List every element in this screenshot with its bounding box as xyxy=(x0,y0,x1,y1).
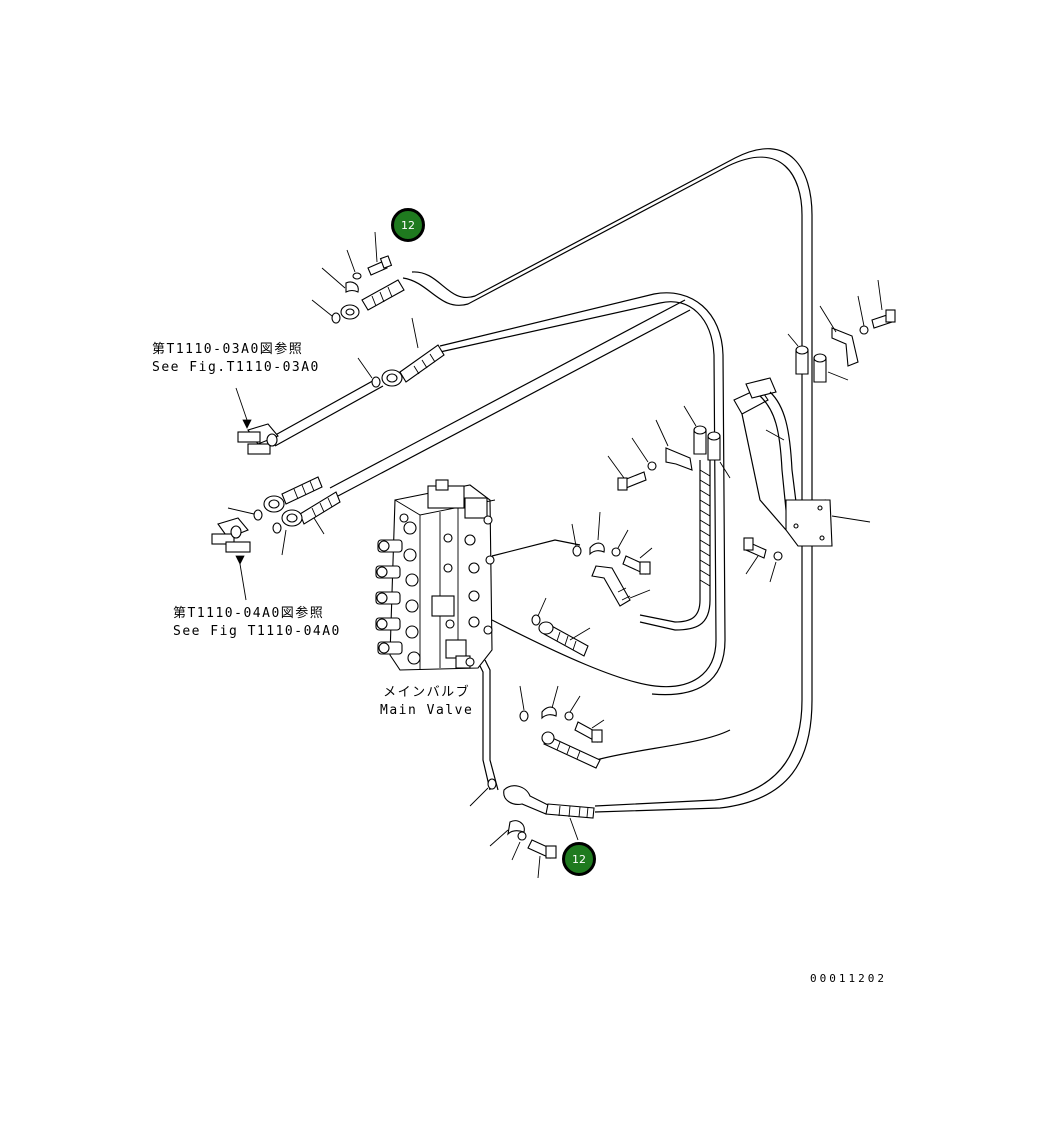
fitting-hose-a xyxy=(311,231,405,324)
main-valve-body xyxy=(375,479,496,671)
fitting-bottom xyxy=(469,778,595,879)
fitting-hose-c xyxy=(227,476,341,556)
main-valve-jp: メインバルブ xyxy=(383,685,471,700)
clamp-middle xyxy=(607,405,731,491)
ref-fig-03-jp: 第T1110-03A0図参照 xyxy=(152,342,304,357)
callout-label: 12 xyxy=(572,852,586,866)
drawing-number: 00011202 xyxy=(810,972,887,985)
hose-c xyxy=(269,299,691,497)
hose-lower xyxy=(477,539,731,791)
main-valve-en: Main Valve xyxy=(380,703,474,718)
ref-fig-04-jp: 第T1110-04A0図参照 xyxy=(173,606,325,621)
hose-b xyxy=(439,292,726,696)
ref-fig-03-label: 第T1110-03A0図参照 See Fig.T1110-03A0 xyxy=(152,341,320,377)
ref-fig-04-en: See Fig T1110-04A0 xyxy=(173,624,341,639)
clamp-upper-right xyxy=(787,279,896,383)
valve-fitting-upper xyxy=(571,511,653,607)
callout-label: 12 xyxy=(401,218,415,232)
bracket-right xyxy=(733,377,871,583)
valve-fitting-lower xyxy=(519,685,605,769)
hose-d xyxy=(639,460,711,631)
valve-fitting-middle xyxy=(531,597,591,657)
fitting-hose-b xyxy=(357,317,445,388)
callout-12-bottom[interactable]: 12 xyxy=(562,842,596,876)
flange-upper-left xyxy=(235,387,279,455)
hose-a xyxy=(402,148,813,813)
flange-lower-left xyxy=(211,517,251,601)
callout-12-top[interactable]: 12 xyxy=(391,208,425,242)
ref-fig-03-en: See Fig.T1110-03A0 xyxy=(152,360,320,375)
ref-fig-04-label: 第T1110-04A0図参照 See Fig T1110-04A0 xyxy=(173,605,341,641)
main-valve-label: メインバルブ Main Valve xyxy=(380,684,473,720)
